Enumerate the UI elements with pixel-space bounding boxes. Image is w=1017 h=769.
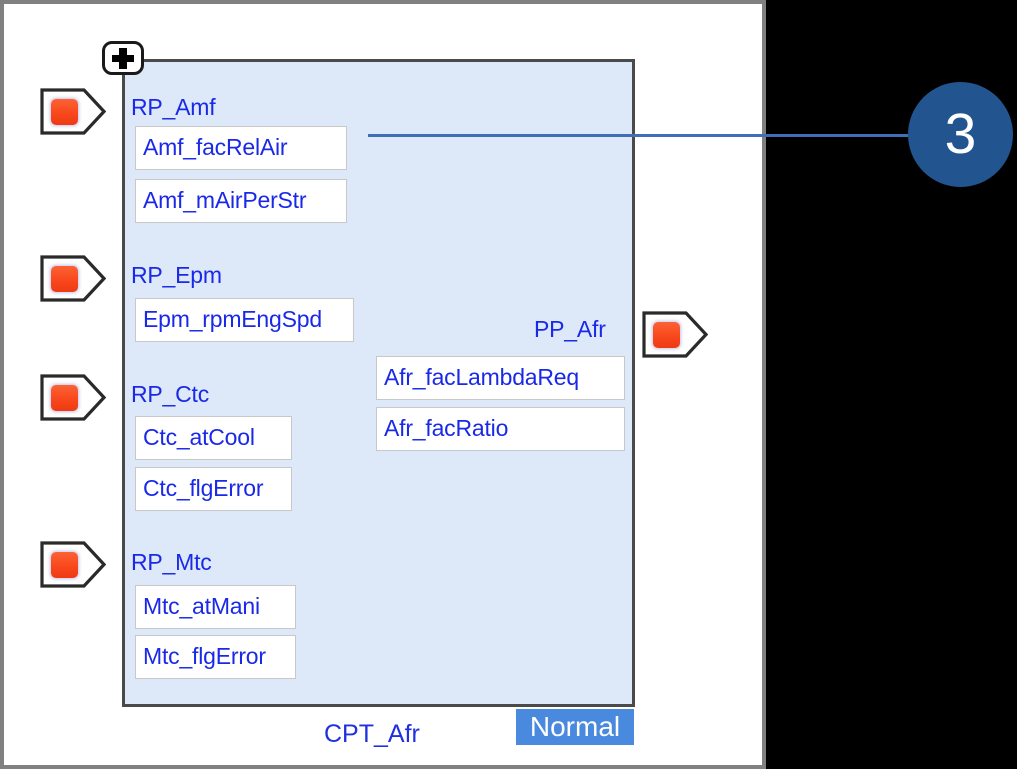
port-label-rp-epm: RP_Epm [131, 262, 222, 288]
require-port-icon-rp-ctc[interactable] [40, 374, 106, 421]
element-box-afr-faclambdareq[interactable]: Afr_facLambdaReq [376, 356, 625, 400]
diagram-canvas: RP_Amf Amf_facRelAir Amf_mAirPerStr RP_E… [0, 0, 766, 769]
port-label-pp-afr: PP_Afr [534, 316, 606, 342]
element-box-mtc-flgerror[interactable]: Mtc_flgError [135, 635, 296, 679]
element-box-ctc-flgerror[interactable]: Ctc_flgError [135, 467, 292, 511]
plus-icon[interactable] [102, 41, 144, 75]
port-chip [51, 99, 78, 125]
port-label-rp-mtc: RP_Mtc [131, 549, 212, 575]
provide-port-icon-pp-afr[interactable] [642, 311, 708, 358]
component-name-label: CPT_Afr [324, 720, 420, 748]
element-box-afr-facratio[interactable]: Afr_facRatio [376, 407, 625, 451]
element-box-mtc-atmani[interactable]: Mtc_atMani [135, 585, 296, 629]
port-label-rp-ctc: RP_Ctc [131, 381, 210, 407]
element-box-epm-rpmengspd[interactable]: Epm_rpmEngSpd [135, 298, 354, 342]
require-port-icon-rp-amf[interactable] [40, 88, 106, 135]
callout-badge-3: 3 [908, 82, 1013, 187]
port-chip [51, 266, 78, 292]
element-box-amf-mairperstr[interactable]: Amf_mAirPerStr [135, 179, 347, 223]
port-chip [51, 552, 78, 578]
port-chip [653, 322, 680, 348]
status-badge: Normal [516, 709, 634, 745]
element-box-ctc-atcool[interactable]: Ctc_atCool [135, 416, 292, 460]
plus-vertical-bar [119, 48, 127, 69]
port-label-rp-amf: RP_Amf [131, 94, 216, 120]
element-box-amf-facrelair[interactable]: Amf_facRelAir [135, 126, 347, 170]
callout-leader-line [368, 134, 920, 137]
require-port-icon-rp-epm[interactable] [40, 255, 106, 302]
port-chip [51, 385, 78, 411]
require-port-icon-rp-mtc[interactable] [40, 541, 106, 588]
